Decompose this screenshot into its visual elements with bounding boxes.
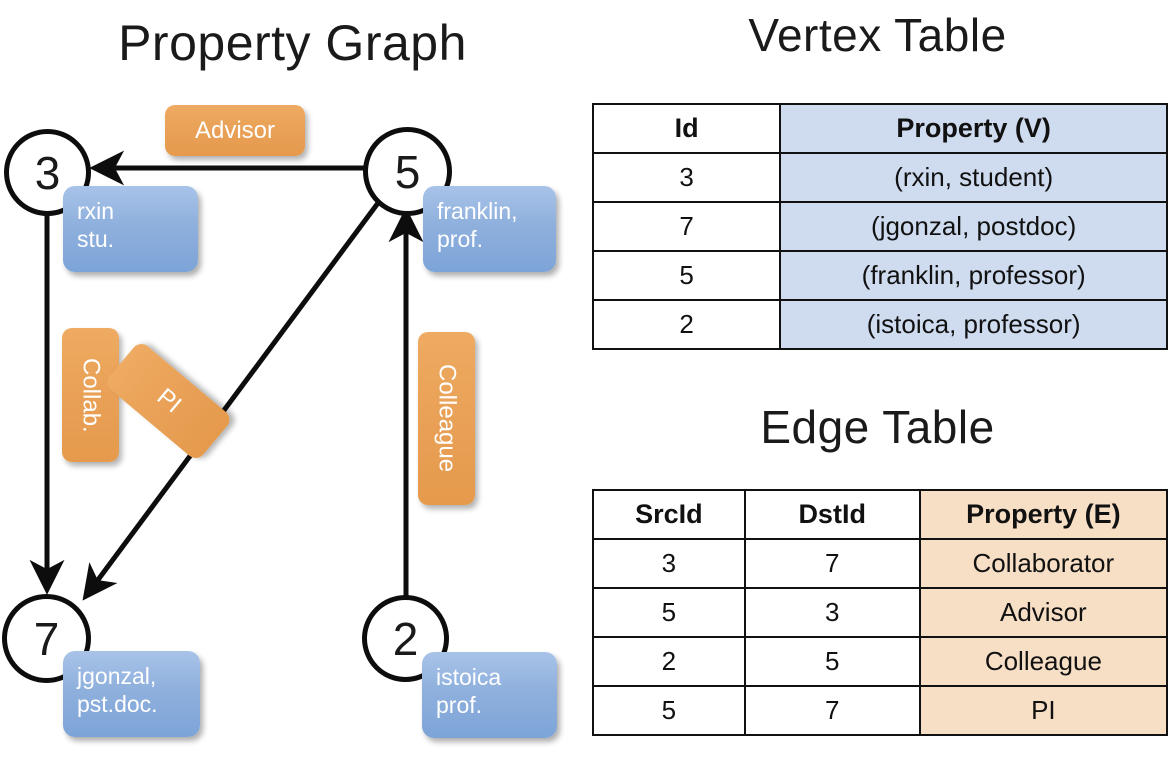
edge-cell-property: PI [918,685,1169,736]
property-graph-title: Property Graph [118,15,467,71]
vertex-cell-id: 2 [591,299,782,350]
vertex-table: Id Property (V) 3 (rxin, student) 7 (jgo… [591,103,1168,350]
edge-label-collab[interactable]: Collab. [62,328,119,462]
table-row: 7 (jgonzal, postdoc) [591,201,1168,252]
node-property-line-1: franklin, [437,198,518,224]
table-row: 2 (istoica, professor) [591,299,1168,350]
node-property-box-3[interactable]: rxin stu. [63,186,198,272]
edge-table-header-row: SrcId DstId Property (E) [592,489,1169,540]
edge-cell-property: Advisor [918,587,1169,638]
vertex-cell-property: (rxin, student) [779,152,1168,203]
edge-cell-dstid: 7 [743,685,921,736]
vertex-table-title: Vertex Table [748,9,1007,61]
edge-table: SrcId DstId Property (E) 3 7 Collaborato… [592,489,1169,736]
edge-header-srcid: SrcId [592,489,746,540]
vertex-cell-property: (jgonzal, postdoc) [779,201,1168,252]
edge-cell-srcid: 2 [592,636,746,687]
edge-cell-dstid: 7 [743,538,921,589]
node-property-line-2: prof. [437,226,484,253]
vertex-table-header-row: Id Property (V) [591,103,1168,154]
vertex-header-property: Property (V) [779,103,1168,154]
edge-table-title: Edge Table [760,401,995,453]
vertex-cell-property: (franklin, professor) [779,250,1168,301]
node-property-box-2[interactable]: istoica prof. [422,652,557,738]
node-property-line-1: istoica [436,664,502,690]
vertex-cell-id: 3 [591,152,782,203]
graph-edges-svg [29,150,424,601]
edge-pi-5-to-7 [82,201,381,601]
node-property-line-1: rxin [77,198,115,224]
node-property-box-7[interactable]: jgonzal, pst.doc. [63,651,200,737]
vertex-header-id: Id [591,103,782,154]
edge-cell-srcid: 5 [592,685,746,736]
node-property-box-5[interactable]: franklin, prof. [423,186,556,272]
vertex-cell-property: (istoica, professor) [779,299,1168,350]
table-row: 5 (franklin, professor) [591,250,1168,301]
node-property-line-2: pst.doc. [77,691,158,718]
property-graph-panel: 3 5 7 2 rxin stu. franklin, prof. jgonza… [2,105,557,738]
table-row: 5 7 PI [592,685,1169,736]
edge-cell-property: Collaborator [918,538,1169,589]
edge-cell-srcid: 3 [592,538,746,589]
edge-cell-property: Colleague [918,636,1169,687]
edge-cell-dstid: 5 [743,636,921,687]
edge-cell-srcid: 5 [592,587,746,638]
table-row: 3 (rxin, student) [591,152,1168,203]
table-row: 3 7 Collaborator [592,538,1169,589]
edge-label-advisor[interactable]: Advisor [165,105,305,156]
table-row: 2 5 Colleague [592,636,1169,687]
node-property-line-2: stu. [77,226,115,253]
node-property-line-2: prof. [436,692,483,719]
edge-label-colleague[interactable]: Colleague [418,332,475,505]
vertex-cell-id: 7 [591,201,782,252]
node-property-line-1: jgonzal, [77,663,157,689]
edge-header-property: Property (E) [918,489,1169,540]
graph-node-2[interactable]: 2 [362,595,449,682]
vertex-cell-id: 5 [591,250,782,301]
edge-header-dstid: DstId [743,489,921,540]
edge-cell-dstid: 3 [743,587,921,638]
table-row: 5 3 Advisor [592,587,1169,638]
